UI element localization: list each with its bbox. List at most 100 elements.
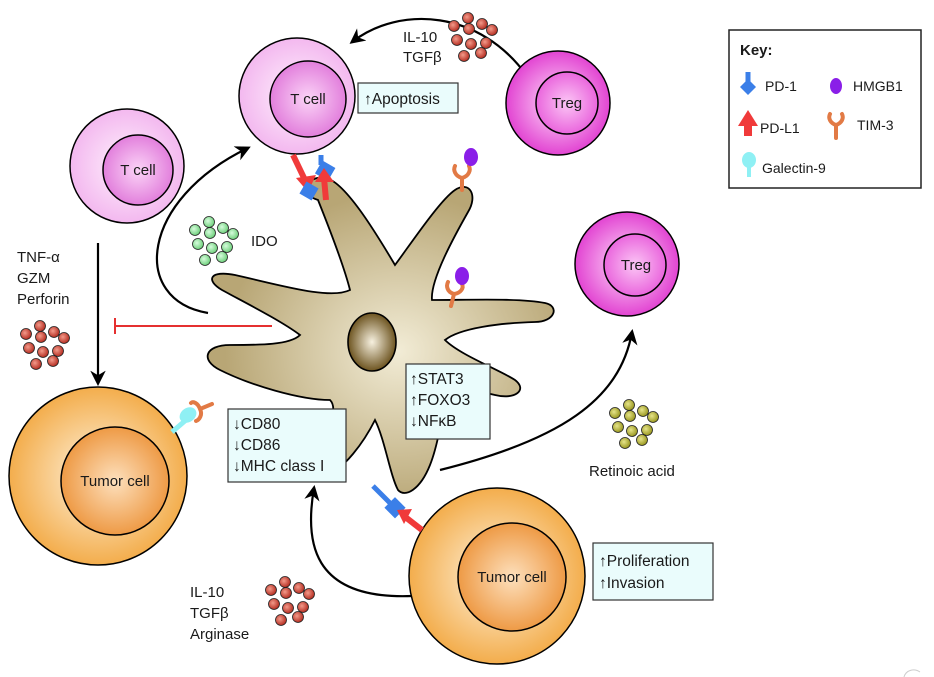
retinoic-acid-molecule [619, 437, 631, 449]
cytokine-molecule [280, 587, 292, 599]
tim3-hmgb1-right [445, 267, 469, 308]
tim3-icon [452, 164, 472, 192]
cytokine-molecule [476, 18, 488, 30]
retinoic-acid-molecule [623, 399, 635, 411]
tim3-icon [189, 400, 214, 423]
tcell-left: T cell [69, 108, 185, 224]
tnf-alpha-label: TNF-α [17, 249, 60, 266]
cytokine-molecule [48, 326, 60, 338]
corner-fragment [903, 669, 921, 677]
treg-right-label: Treg [621, 257, 651, 274]
pdl1-icon [738, 110, 758, 136]
tcell-left-label: T cell [120, 162, 156, 179]
cytokine-cluster-left [20, 320, 70, 370]
arrow-dc-to-treg [439, 328, 638, 472]
ido-molecule [216, 251, 228, 263]
arginase-label: Arginase [190, 626, 249, 643]
cytokine-molecule [292, 611, 304, 623]
cytokine-molecule [23, 342, 35, 354]
dc-transcription-box: ↑STAT3 ↑FOXO3 ↓NFκB [405, 363, 491, 440]
cytokine-molecule [58, 332, 70, 344]
retinoic-acid-molecule [641, 424, 653, 436]
tcell-top: T cell [238, 37, 356, 155]
cytokine-molecule [297, 601, 309, 613]
pd1-pdl1-interaction-bottom [371, 484, 424, 533]
cytokine-molecule [293, 582, 305, 594]
cytokine-molecule [265, 584, 277, 596]
cd80-text: ↓CD80 [233, 416, 281, 433]
ido-cluster [189, 216, 239, 266]
galectin9-tim3-interaction [170, 400, 214, 434]
ido-molecule [217, 222, 229, 234]
key-title: Key: [740, 42, 773, 59]
tgfb-bottom-label: TGFβ [190, 605, 229, 622]
retinoic-acid-label: Retinoic acid [589, 463, 675, 480]
arrow-tumor-to-dc [304, 484, 413, 598]
cytokine-molecule [279, 576, 291, 588]
cytokine-molecule [458, 50, 470, 62]
tim3-icon [827, 112, 845, 140]
retinoic-acid-molecule [647, 411, 659, 423]
inhibition-line [114, 318, 272, 334]
dc-markers-box: ↓CD80 ↓CD86 ↓MHC class I [227, 408, 347, 483]
dc-nucleus [347, 312, 397, 372]
cytokine-molecule [303, 588, 315, 600]
gzm-label: GZM [17, 270, 50, 287]
invasion-text: ↑Invasion [599, 575, 664, 592]
cytokine-molecule [34, 320, 46, 332]
retinoic-acid-molecule [636, 434, 648, 446]
apoptosis-box: ↑Apoptosis [357, 82, 459, 114]
hmgb1-icon [455, 267, 469, 285]
tumor-cell-left: Tumor cell [8, 386, 188, 566]
cytokine-molecule [463, 23, 475, 35]
tcell-top-label: T cell [290, 91, 326, 108]
tumor-effects-box: ↑Proliferation ↑Invasion [592, 542, 714, 601]
cytokine-molecule [462, 12, 474, 24]
pd1-pdl1-interaction-top [290, 153, 336, 201]
retinoic-acid-molecule [609, 407, 621, 419]
il10-top-label: IL-10 [403, 29, 437, 46]
perforin-label: Perforin [17, 291, 70, 308]
cytokine-molecule [275, 614, 287, 626]
galectin9-icon [742, 152, 756, 177]
ido-molecule [227, 228, 239, 240]
tumor-cell-left-label: Tumor cell [80, 473, 149, 490]
dendritic-cell [206, 176, 555, 494]
ido-molecule [203, 216, 215, 228]
cytokine-molecule [480, 37, 492, 49]
mhc-class-i-text: ↓MHC class I [233, 458, 324, 475]
tumor-cell-bottom-label: Tumor cell [477, 569, 546, 586]
cytokine-molecule [47, 355, 59, 367]
pd1-icon [299, 181, 319, 201]
key-label-tim3: TIM-3 [857, 117, 894, 133]
tim3-hmgb1-top [452, 148, 478, 192]
retinoic-acid-molecule [626, 425, 638, 437]
tim3-icon [445, 280, 465, 308]
foxo3-text: ↑FOXO3 [410, 392, 470, 409]
cytokine-molecule [451, 34, 463, 46]
treg-top: Treg [505, 50, 611, 156]
hmgb1-icon [464, 148, 478, 166]
ido-label: IDO [251, 233, 278, 250]
retinoic-acid-cluster [609, 399, 659, 449]
apoptosis-text: ↑Apoptosis [364, 91, 440, 108]
cytokine-molecule [486, 24, 498, 36]
tgfb-top-label: TGFβ [403, 49, 442, 66]
pdl1-icon [315, 168, 334, 201]
key-label-pd1: PD-1 [765, 78, 797, 94]
nfkb-text: ↓NFκB [410, 413, 457, 430]
ido-molecule [199, 254, 211, 266]
cytokine-molecule [448, 20, 460, 32]
legend-key: Key: PD-1 HMGB1 PD-L1 TIM-3 Galectin-9 [728, 29, 922, 189]
cytokine-molecule [35, 331, 47, 343]
ido-molecule [221, 241, 233, 253]
cytokine-molecule [268, 598, 280, 610]
hmgb1-icon [830, 78, 842, 94]
cytokine-cluster-top [448, 12, 498, 62]
cytokine-molecule [465, 38, 477, 50]
ido-molecule [206, 242, 218, 254]
cd86-text: ↓CD86 [233, 437, 280, 454]
cytokine-molecule [20, 328, 32, 340]
pd1-icon [740, 72, 756, 95]
ido-molecule [192, 238, 204, 250]
